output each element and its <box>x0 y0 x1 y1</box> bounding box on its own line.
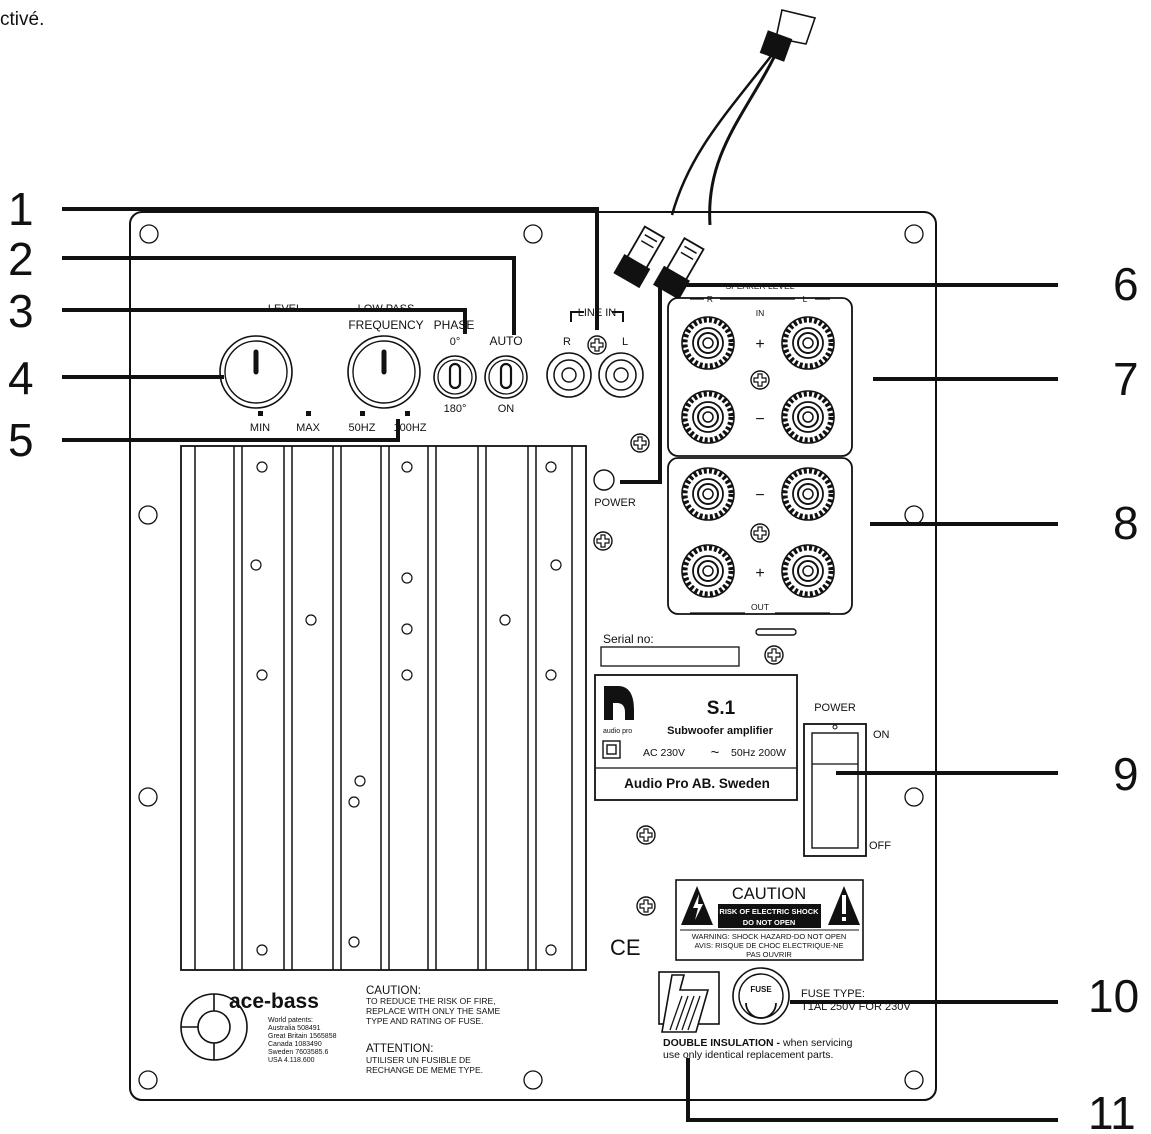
cable-strain-relief <box>658 971 720 1033</box>
speaker-in-r-label: R <box>707 294 713 304</box>
callout-5: 5 <box>8 414 34 466</box>
callout-1: 1 <box>8 183 34 235</box>
speaker-out-minus: − <box>755 487 764 504</box>
patents-line: Great Britain 1565858 <box>268 1033 337 1040</box>
speaker-in-label: IN <box>756 308 765 318</box>
low-pass-frequency-control: LOW PASS FREQUENCY 50HZ 100HZ <box>347 303 427 434</box>
serial-number-field: Serial no: <box>600 632 740 667</box>
heatsink <box>180 445 587 971</box>
line-in-l-label: L <box>622 336 628 348</box>
screw <box>630 433 650 453</box>
level-max-label: MAX <box>296 422 321 434</box>
exclamation-warning-icon <box>842 895 846 914</box>
callout-6: 6 <box>1113 258 1139 310</box>
screw <box>636 825 656 845</box>
slot <box>755 628 797 636</box>
warning-line2: AVIS: RISQUE DE CHOC ELECTRIQUE-NE <box>694 941 843 950</box>
fuse-holder: FUSE FUSE TYPE: T1AL 250V FOR 230V <box>732 967 911 1025</box>
speaker-level-in-terminals: SPEAKER LEVEL R L IN + − <box>667 281 853 457</box>
callout-4: 4 <box>8 352 34 404</box>
callout-7: 7 <box>1113 353 1139 405</box>
attention-line: UTILISER UN FUSIBLE DE <box>366 1055 471 1065</box>
fuse-caution-title: CAUTION: <box>366 985 421 997</box>
mains-off-label: OFF <box>869 840 891 852</box>
phase-switch: PHASE 0° 180° <box>433 318 477 415</box>
speaker-out-label: OUT <box>751 602 769 612</box>
speaker-in-plus: + <box>755 336 764 353</box>
speaker-in-minus: − <box>755 411 764 428</box>
intro-text-fragment: ctivé. <box>0 9 44 30</box>
fuse-type-label: FUSE TYPE: <box>801 988 865 1000</box>
caution-label: CAUTION RISK OF ELECTRIC SHOCK DO NOT OP… <box>675 879 864 961</box>
mains-power-switch: POWER ON OFF <box>803 702 891 857</box>
power-led-label: POWER <box>594 497 636 509</box>
model-label: S.1 <box>707 698 736 719</box>
mains-on-label: ON <box>873 729 890 741</box>
fuse-caution-line: TO REDUCE THE RISK OF FIRE, <box>366 996 496 1006</box>
power-led: POWER <box>593 469 636 509</box>
speaker-level-out-terminals: − + OUT <box>667 457 853 615</box>
ace-bass-logo-text: ace-bass <box>229 990 319 1013</box>
phase-180-label: 180° <box>444 403 467 415</box>
patents-line: Sweden 7603585.6 <box>268 1049 328 1056</box>
freq-50hz-label: 50HZ <box>349 422 376 434</box>
fuse-caution-text: CAUTION: TO REDUCE THE RISK OF FIRE, REP… <box>366 985 500 1075</box>
plate-subtitle: Subwoofer amplifier <box>667 725 773 737</box>
speaker-out-plus: + <box>755 565 764 582</box>
patents-line: World patents: <box>268 1017 313 1024</box>
screw <box>593 531 613 551</box>
insulation-line1: DOUBLE INSULATION - when servicing <box>663 1037 853 1049</box>
rating-plate: audio pro S.1 Subwoofer amplifier AC 230… <box>594 674 798 801</box>
mains-power-label: POWER <box>814 702 856 714</box>
fuse-caution-line: TYPE AND RATING OF FUSE. <box>366 1016 483 1026</box>
phase-label: PHASE <box>434 318 475 332</box>
callout-11: 11 <box>1088 1087 1136 1134</box>
caution-risk-line1: RISK OF ELECTRIC SHOCK <box>719 907 819 916</box>
callout-8: 8 <box>1113 497 1139 549</box>
warning-line1: WARNING: SHOCK HAZARD-DO NOT OPEN <box>692 932 847 941</box>
patents-line: Australia 508491 <box>268 1025 321 1032</box>
audio-pro-logo-icon <box>604 686 634 720</box>
caution-risk-line2: DO NOT OPEN <box>743 918 796 927</box>
line-in-jacks: LINE IN R L <box>546 307 644 398</box>
freq-100hz-label: 100HZ <box>393 422 426 434</box>
callout-3: 3 <box>8 285 34 337</box>
plate-spec-voltage: AC 230V <box>643 747 685 759</box>
ac-symbol: ~ <box>711 744 720 761</box>
plate-maker: Audio Pro AB. Sweden <box>624 776 770 791</box>
rca-cable <box>613 9 817 300</box>
frequency-label: FREQUENCY <box>348 318 423 332</box>
auto-label: AUTO <box>489 334 522 348</box>
insulation-line2: use only identical replacement parts. <box>663 1049 833 1061</box>
lightning-warning-icon <box>693 894 703 920</box>
callout-2: 2 <box>8 233 34 285</box>
plate-spec-power: 50Hz 200W <box>731 747 786 759</box>
level-min-label: MIN <box>250 422 270 434</box>
speaker-in-l-label: L <box>803 294 808 304</box>
auto-on-switch: AUTO ON <box>484 334 528 415</box>
warning-line3: PAS OUVRIR <box>746 950 792 959</box>
ace-bass-logo: ace-bass World patents: Australia 508491… <box>180 990 337 1064</box>
attention-line: RECHANGE DE MEME TYPE. <box>366 1065 483 1075</box>
callout-leaders <box>62 207 1058 1122</box>
line-in-r-label: R <box>563 336 571 348</box>
fuse-cap-label: FUSE <box>750 985 772 994</box>
callout-10: 10 <box>1088 970 1139 1022</box>
callout-9: 9 <box>1113 748 1139 800</box>
audio-pro-small-label: audio pro <box>603 728 632 735</box>
serial-label: Serial no: <box>603 632 654 646</box>
callout-numbers: 1 2 3 4 5 6 7 8 9 10 11 <box>8 183 1139 1134</box>
phase-0-label: 0° <box>450 336 461 348</box>
screw <box>636 896 656 916</box>
patents-line: Canada 1083490 <box>268 1041 322 1048</box>
screw <box>764 645 784 665</box>
caution-title: CAUTION <box>732 885 806 903</box>
auto-on-label: ON <box>498 403 515 415</box>
fuse-caution-line: REPLACE WITH ONLY THE SAME <box>366 1006 500 1016</box>
attention-title: ATTENTION: <box>366 1043 434 1055</box>
patents-line: USA 4.118.600 <box>268 1057 315 1064</box>
ce-mark: CE <box>610 935 641 960</box>
